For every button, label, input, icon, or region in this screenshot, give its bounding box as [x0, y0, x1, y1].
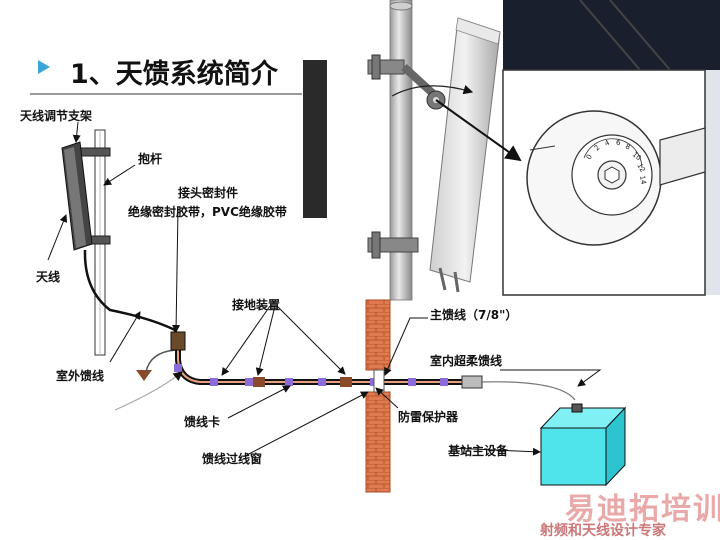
- mast-assembly: [61, 129, 111, 356]
- watermark-brand: 易迪拓培训: [565, 492, 720, 527]
- dial-tick: 6: [616, 139, 621, 147]
- label-bts-equipment: 基站主设备: [448, 444, 509, 458]
- label-lightning-protector: 防雷保护器: [398, 410, 459, 424]
- zoom-arrow: [435, 99, 522, 162]
- ground-clamps: [253, 377, 352, 387]
- brick-wall: [365, 299, 391, 493]
- indoor-jumper-line: [481, 381, 576, 401]
- label-feeder-window: 馈线过线窗: [202, 452, 263, 466]
- title-bullet-icon: [38, 60, 50, 74]
- dial-inset: 0 2 4 6 8 10 12 14: [502, 69, 706, 296]
- label-indoor-jumper: 室内超柔馈线: [430, 354, 503, 368]
- label-insulation-tape: 绝缘密封胶带，PVC绝缘胶带: [128, 205, 287, 219]
- label-pole: 抱杆: [138, 152, 163, 166]
- dial-tick: 10: [631, 150, 643, 162]
- dial-tick: 4: [603, 138, 611, 147]
- label-grounding-device: 接地装置: [232, 298, 281, 312]
- label-outdoor-feeder: 室外馈线: [56, 369, 105, 383]
- photo-strip-dark: [303, 60, 327, 218]
- slide-title: 1、天馈系统简介: [70, 59, 278, 90]
- dial-tick: 8: [624, 142, 631, 151]
- lightning-protector-device: [461, 375, 483, 389]
- label-main-feeder: 主馈线（7/8"）: [430, 308, 518, 322]
- dial-tick: 2: [593, 144, 602, 153]
- ground-symbol: [136, 370, 152, 381]
- watermark-slogan: 射频和天线设计专家: [540, 523, 666, 539]
- label-antenna: 天线: [36, 270, 61, 284]
- label-feeder-clamp: 馈线卡: [184, 415, 221, 429]
- photo-corner: [503, 0, 720, 295]
- bts-cube: [539, 403, 627, 487]
- label-connector-seal: 接头密封件: [178, 186, 239, 200]
- dial-tick: 0: [585, 153, 594, 161]
- dial-tick: 14: [638, 175, 648, 186]
- dial-tick: 12: [635, 162, 646, 174]
- antenna-photo: [328, 0, 503, 301]
- outdoor-feeder-line: [83, 249, 180, 346]
- label-antenna-bracket: 天线调节支架: [20, 109, 93, 123]
